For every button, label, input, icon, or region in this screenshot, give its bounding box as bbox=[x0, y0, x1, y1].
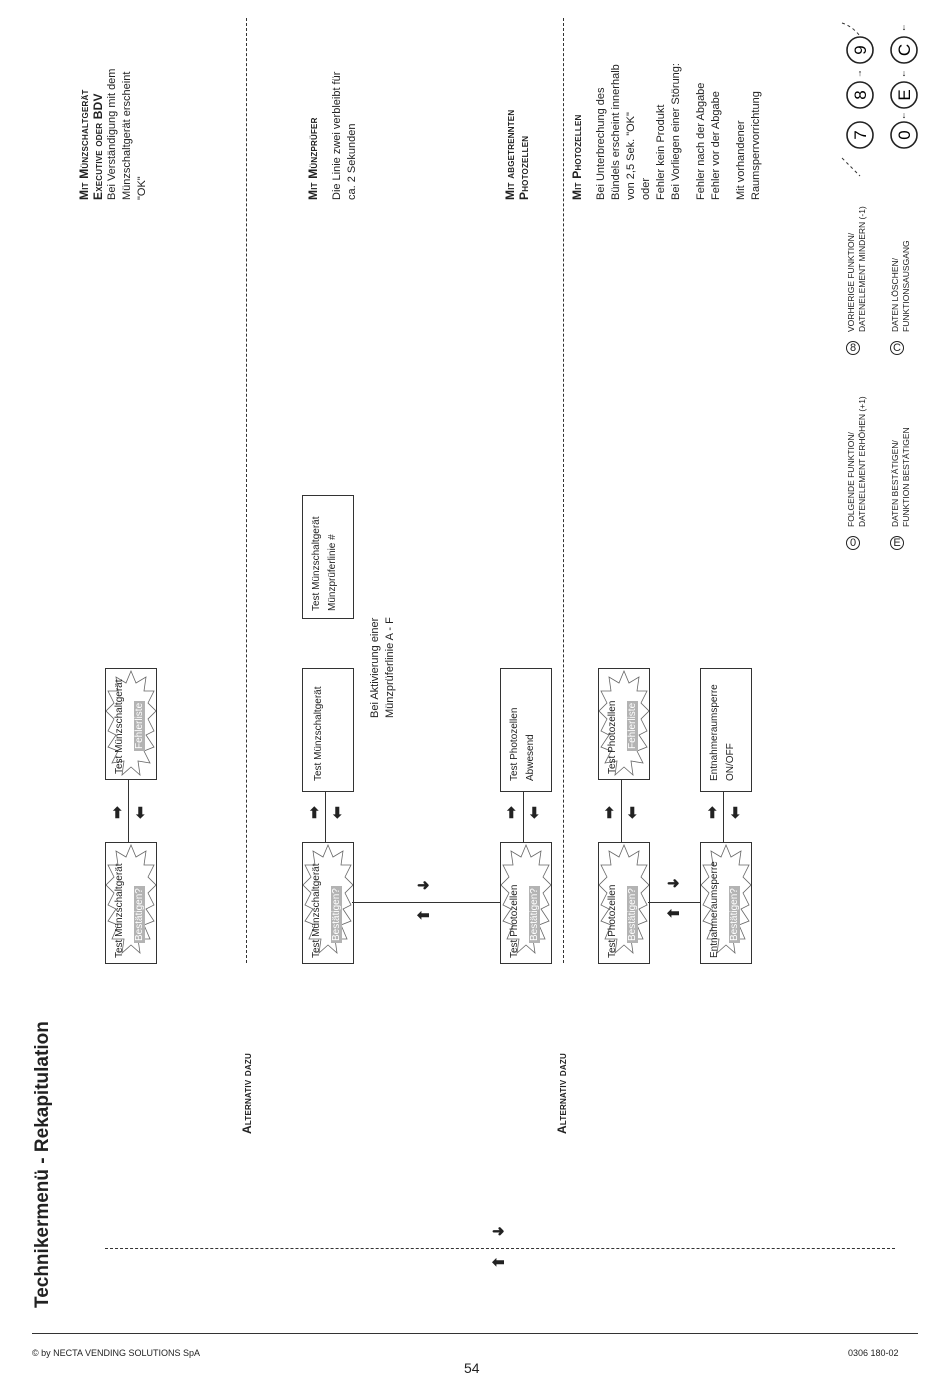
keypad-down-arrow-icon: ↓ bbox=[902, 110, 907, 120]
legend-k0: Folgende Funktion/ Datenelement erhöhen … bbox=[846, 396, 867, 527]
alternativ-label-1: Alternativ dazu bbox=[240, 1053, 254, 1134]
keypad-illustration: 7 8 9 0 E C ↑ ↓ ↓ ↓ bbox=[841, 22, 918, 177]
keypad-key-8: 8 bbox=[851, 90, 870, 99]
section-separator-1 bbox=[246, 18, 247, 963]
arrow-down-icon: ⬇ bbox=[331, 805, 344, 822]
section-photozellen: Mit Photozellen Bei Unterbrechung des Bü… bbox=[570, 63, 762, 200]
key-c-icon: C bbox=[890, 341, 904, 355]
box-line-2: ON/OFF bbox=[725, 743, 736, 781]
flash-burst-icon bbox=[303, 843, 353, 955]
arrow-left-icon: ⬅ bbox=[667, 905, 680, 922]
box-line-2: Münzprüferlinie # bbox=[327, 534, 338, 611]
arrow-up-icon: ⬆ bbox=[308, 805, 321, 822]
key-0-icon: 0 bbox=[846, 536, 860, 550]
flash-burst-icon bbox=[501, 843, 551, 955]
menu-box-test-muenzschaltgeraet-confirm-2: Test Münzschaltgerät Bestätigen? bbox=[302, 842, 354, 964]
menu-box-test-photozellen-confirm-2: Test Photozellen Bestätigen? bbox=[598, 842, 650, 964]
box-line-2: Bestätigen? bbox=[627, 886, 638, 943]
menu-box-test-muenzschaltgeraet-confirm: Test Münzschaltgerät Bestätigen? bbox=[105, 842, 157, 964]
box-line-2: Bestätigen? bbox=[729, 886, 740, 943]
box-line-2: Fehlerliste bbox=[134, 700, 145, 751]
bei-aktivierung-text: Bei Aktivierung einer Münzprüferlinie A … bbox=[369, 617, 396, 718]
box-line-1: Entnahmeraumsperre bbox=[709, 684, 720, 781]
flash-burst-icon bbox=[599, 843, 649, 955]
box-line-2: Abwesend bbox=[525, 734, 536, 781]
footer-rule bbox=[32, 1333, 918, 1334]
flash-burst-icon bbox=[106, 843, 156, 955]
alternativ-label-2: Alternativ dazu bbox=[555, 1053, 569, 1134]
keypad-key-9: 9 bbox=[851, 45, 870, 54]
arrow-left-icon: ⬅ bbox=[492, 1254, 505, 1271]
connector-line bbox=[648, 902, 700, 903]
box-line-1: Entnahmeraumsperre bbox=[709, 861, 720, 958]
box-line-1: Test Photozellen bbox=[509, 884, 520, 958]
section-separator-2 bbox=[563, 18, 564, 963]
box-line-2: Bestätigen? bbox=[134, 886, 145, 943]
section-muenzschaltgeraet: Mit Münzschaltgerät Executive oder BDV B… bbox=[77, 68, 148, 200]
arrow-down-icon: ⬇ bbox=[626, 805, 639, 822]
menu-box-muenzprueferlinie: Test Münzschaltgerät Münzprüferlinie # bbox=[302, 495, 354, 619]
arrow-right-icon: ➜ bbox=[492, 1223, 505, 1240]
menu-box-test-photozellen-fehlerliste: Test Photozellen Fehlerliste bbox=[598, 668, 650, 780]
menu-box-test-photozellen-confirm: Test Photozellen Bestätigen? bbox=[500, 842, 552, 964]
legend-kc: Daten löschen/ Funktionsausgang bbox=[890, 240, 911, 332]
box-line-2: Bestätigen? bbox=[529, 886, 540, 943]
keypad-down-arrow-icon: ↓ bbox=[902, 68, 907, 78]
flash-burst-icon bbox=[701, 843, 751, 955]
legend-ke: Daten bestätigen/ Funktion bestätigen bbox=[890, 427, 911, 527]
menu-box-entnahmeraumsperre-confirm: Entnahmeraumsperre Bestätigen? bbox=[700, 842, 752, 964]
connector-line bbox=[352, 902, 500, 903]
menu-flow-dashed-line bbox=[105, 1248, 895, 1249]
footer-code: 0306 180-02 bbox=[848, 1348, 899, 1358]
arrow-down-icon: ⬇ bbox=[528, 805, 541, 822]
keypad-up-arrow-icon: ↑ bbox=[858, 68, 863, 78]
connector-line bbox=[523, 790, 524, 842]
box-line-1: Test Münzschaltgerät bbox=[114, 679, 125, 775]
flash-burst-icon bbox=[106, 669, 156, 777]
keypad-key-7: 7 bbox=[851, 130, 870, 139]
keypad-key-e: E bbox=[895, 89, 914, 100]
box-line-2: Fehlerliste bbox=[627, 700, 638, 751]
connector-line bbox=[723, 790, 724, 842]
menu-box-test-photozellen-abwesend: Test Photozellen Abwesend bbox=[500, 668, 552, 792]
page-number: 54 bbox=[464, 1360, 480, 1376]
box-line-1: Test Photozellen bbox=[509, 707, 520, 781]
keypad-key-0: 0 bbox=[895, 130, 914, 139]
box-line-1: Test Münzschaltgerät bbox=[114, 863, 125, 959]
footer-copyright: © by NECTA VENDING SOLUTIONS SpA bbox=[32, 1348, 201, 1358]
arrow-up-icon: ⬆ bbox=[706, 805, 719, 822]
arrow-right-icon: ➜ bbox=[667, 875, 680, 892]
keypad-key-c: C bbox=[895, 44, 914, 56]
keypad-down-arrow-icon: ↓ bbox=[902, 22, 907, 32]
box-line-1: Test Photozellen bbox=[607, 884, 618, 958]
connector-line bbox=[621, 778, 622, 842]
arrow-down-icon: ⬇ bbox=[134, 805, 147, 822]
menu-box-test-muenzschaltgeraet-fehlerliste: Test Münzschaltgerät Fehlerliste bbox=[105, 668, 157, 780]
key-e-icon: E bbox=[890, 536, 904, 550]
connector-line bbox=[128, 778, 129, 842]
box-line-1: Test Münzschaltgerät bbox=[311, 863, 322, 959]
arrow-up-icon: ⬆ bbox=[603, 805, 616, 822]
arrow-down-icon: ⬇ bbox=[729, 805, 742, 822]
page-title: Technikermenü - Rekapitulation bbox=[32, 1021, 53, 1308]
section-muenzpruefer: Mit Münzprüfer Die Linie zwei verbleibt … bbox=[306, 71, 358, 200]
arrow-right-icon: ➜ bbox=[417, 877, 430, 894]
key-8-icon: 8 bbox=[846, 341, 860, 355]
section-abgetrennte-photozellen: Mit abgetrennten Photozellen bbox=[503, 109, 531, 200]
connector-line bbox=[325, 790, 326, 842]
box-line-2: Bestätigen? bbox=[331, 886, 342, 943]
menu-box-test-muenzschaltgeraet: Test Münzschaltgerät bbox=[302, 668, 354, 792]
arrow-left-icon: ⬅ bbox=[417, 907, 430, 924]
box-line-1: Test Münzschaltgerät bbox=[311, 516, 322, 612]
box-line-1: Test Münzschaltgerät bbox=[313, 686, 324, 782]
legend-k8: Vorherige Funktion/ Datenelement mindern… bbox=[846, 206, 867, 332]
box-line-1: Test Photozellen bbox=[607, 700, 618, 774]
arrow-up-icon: ⬆ bbox=[505, 805, 518, 822]
menu-box-entnahmeraumsperre-onoff: Entnahmeraumsperre ON/OFF bbox=[700, 668, 752, 792]
arrow-up-icon: ⬆ bbox=[111, 805, 124, 822]
flash-burst-icon bbox=[599, 669, 649, 777]
